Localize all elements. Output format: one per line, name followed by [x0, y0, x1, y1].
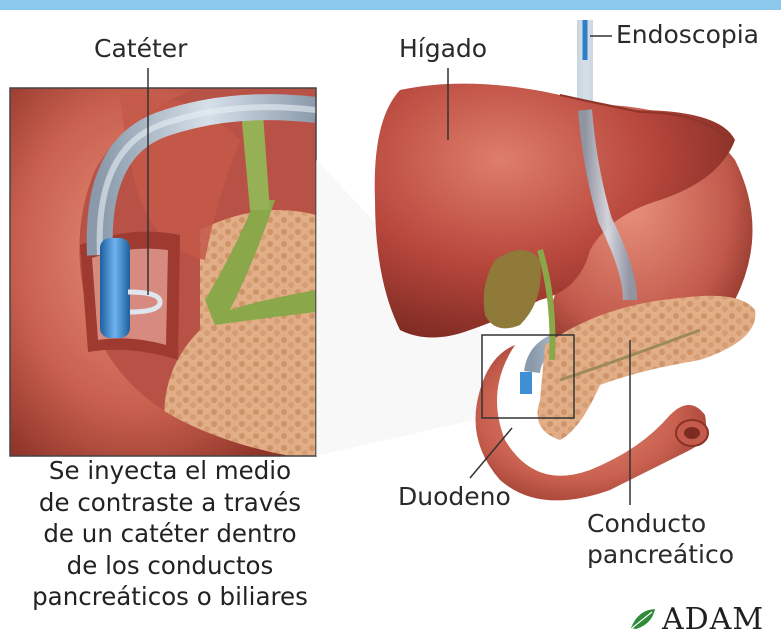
adam-logo: ADAM — [628, 601, 765, 637]
label-endoscopia: Endoscopia — [616, 20, 760, 49]
caption-line: de un catéter dentro — [43, 519, 297, 548]
inset-closeup — [10, 88, 316, 456]
caption-line: de los conductos — [66, 550, 274, 580]
caption-line: pancreáticos o biliares — [32, 582, 308, 611]
pancreas — [537, 295, 756, 440]
zoom-box — [481, 334, 575, 419]
top-accent-bar — [0, 0, 781, 10]
label-higado: Hígado — [399, 34, 488, 63]
label-cateter: Catéter — [94, 34, 188, 63]
duodeno-leader — [469, 427, 513, 479]
adam-leaf-icon — [631, 609, 655, 629]
caption: Se inyecta el medio de contraste a travé… — [0, 455, 340, 613]
caption-line: de contraste a través — [38, 487, 302, 517]
label-duodeno: Duodeno — [398, 482, 511, 511]
label-conducto-line1: Conducto — [587, 509, 707, 538]
gallbladder — [483, 250, 541, 329]
duodenum — [475, 345, 706, 501]
label-conducto-line2: pancreático — [587, 540, 734, 569]
caption-line: Se inyecta el medio — [48, 456, 292, 485]
adam-logo-text: ADAM — [662, 601, 765, 637]
liver — [374, 83, 735, 338]
